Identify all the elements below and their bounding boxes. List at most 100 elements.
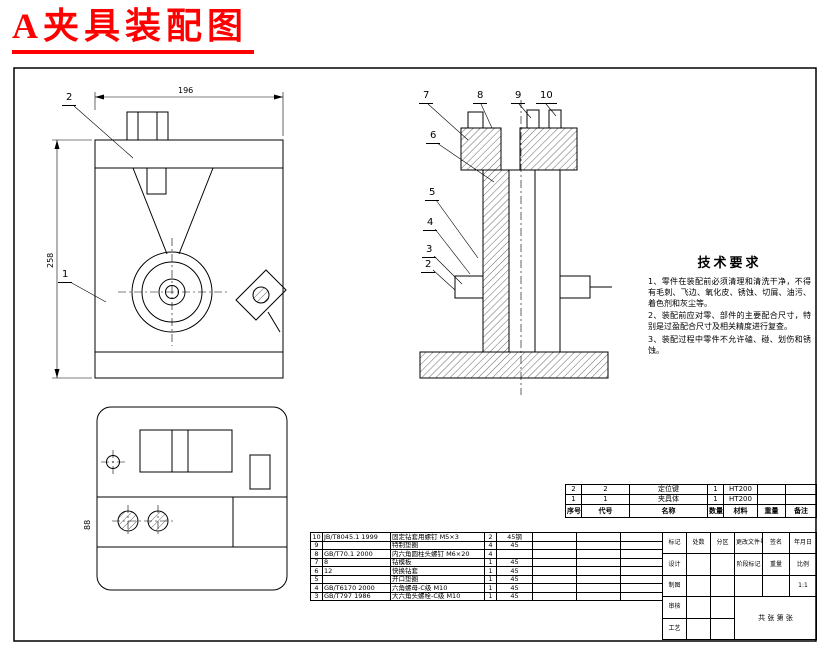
title-block-row: 审核 共 张 第 张 <box>662 596 817 640</box>
cell: 1 <box>484 583 497 593</box>
cell: GB/T797 1986 <box>322 591 391 601</box>
cell: 45 <box>496 540 533 550</box>
cell <box>710 553 735 576</box>
cell: 开口垫圈 <box>390 574 485 584</box>
cell: 3 <box>310 591 323 601</box>
cell: HT200 <box>723 484 758 495</box>
header-cell: 代号 <box>581 504 630 518</box>
cell: 快换钻套 <box>390 566 485 576</box>
cell: 审核 <box>662 596 687 619</box>
cell: 比例 <box>789 553 817 576</box>
callout-part-1: 1 <box>58 270 73 283</box>
front-view-centerlines <box>118 238 227 346</box>
cell: 4 <box>484 549 497 559</box>
dimension-front-height: 258 <box>46 252 55 268</box>
cell: 4 <box>310 583 323 593</box>
cell: 年月日 <box>789 531 817 555</box>
cell <box>762 574 790 598</box>
cell: 六角螺母-C级 M10 <box>390 583 485 593</box>
cell <box>322 574 391 584</box>
cell <box>496 549 533 559</box>
cell <box>686 617 711 641</box>
cell: 大六角头螺栓-C级 M10 <box>390 591 485 601</box>
cell <box>532 557 577 567</box>
cell: 45 <box>496 574 533 584</box>
revision-header-row: 标记 处数 分区 更改文件号 签名 年月日 <box>662 531 817 555</box>
cell: 1 <box>707 484 724 495</box>
cell <box>532 566 577 576</box>
cell <box>532 583 577 593</box>
cell <box>785 484 817 495</box>
cell <box>620 574 663 584</box>
cell <box>532 549 577 559</box>
cell <box>532 591 577 601</box>
cell: 钻模板 <box>390 557 485 567</box>
cell <box>757 494 786 505</box>
cell: 夹具体 <box>629 494 708 505</box>
parts-row: 9 特制垫圈 4 45 <box>310 540 663 550</box>
cell: 更改文件号 <box>734 531 763 555</box>
cell: 45 <box>496 583 533 593</box>
cell: 45 <box>496 591 533 601</box>
cell: 12 <box>322 566 391 576</box>
front-view <box>94 111 287 379</box>
cell: 1 <box>707 494 724 505</box>
cell: 1 <box>581 494 630 505</box>
cell <box>710 574 735 598</box>
cell: 签名 <box>762 531 790 555</box>
cell: HT200 <box>723 494 758 505</box>
cell: 7 <box>310 557 323 567</box>
cell: 内六角圆柱头螺钉 M6×20 <box>390 549 485 559</box>
title-block-row: 制图 1:1 <box>662 574 817 598</box>
cell: 5 <box>310 574 323 584</box>
cell <box>620 557 663 567</box>
technical-requirements-heading: 技术要求 <box>697 256 762 271</box>
parts-row: 8 GB/T70.1 2000 内六角圆柱头螺钉 M6×20 4 <box>310 549 663 559</box>
parts-row: 3 GB/T797 1986 大六角头螺栓-C级 M10 1 45 <box>310 591 663 601</box>
technical-requirements: 技术要求 1、零件在装配前必须清理和清洗干净，不得有毛刺、飞边、氧化皮、锈蚀、切… <box>648 252 811 359</box>
dimension-topview-height: 88 <box>83 519 92 530</box>
header-cell: 序号 <box>565 504 582 518</box>
callout-part-6: 6 <box>426 131 441 144</box>
cell <box>620 591 663 601</box>
cell <box>576 549 621 559</box>
lower-parts-table: 10 JB/T8045.1 1999 固定钻套用螺钉 M5×3 2 45钢 9 … <box>310 532 663 601</box>
cell: 6 <box>310 566 323 576</box>
cell <box>620 583 663 593</box>
tech-req-item: 2、装配前应对零、部件的主要配合尺寸，特别是过盈配合尺寸及相关精度进行复查。 <box>648 311 811 332</box>
top-view-centerlines <box>101 450 174 537</box>
cell: GB/T6170 2000 <box>322 583 391 593</box>
callout-part-8: 8 <box>473 91 488 104</box>
title-block-row: 设计 阶段标记 重量 比例 <box>662 553 817 576</box>
section-view <box>419 109 612 379</box>
callout-part-2: 2 <box>62 93 77 106</box>
cell <box>620 540 663 550</box>
cell: 处数 <box>686 531 711 555</box>
cell <box>734 574 763 598</box>
cell <box>686 596 711 619</box>
cell <box>576 540 621 550</box>
cell <box>576 532 621 542</box>
top-view <box>96 406 288 591</box>
cell: 1 <box>484 591 497 601</box>
cell: 1 <box>484 557 497 567</box>
cell: 标记 <box>662 531 687 555</box>
cell <box>620 566 663 576</box>
cell <box>576 557 621 567</box>
cell: 45 <box>496 557 533 567</box>
parts-row: 5 开口垫圈 1 45 <box>310 574 663 584</box>
parts-row: 6 12 快换钻套 1 45 <box>310 566 663 576</box>
cell <box>576 591 621 601</box>
drawing-title: A夹具装配图 <box>12 4 254 54</box>
cell <box>576 566 621 576</box>
callout-part-4: 4 <box>423 218 438 231</box>
cell: 1:1 <box>789 574 817 598</box>
parts-row: 2 2 定位键 1 HT200 <box>565 484 817 495</box>
title-block: 标记 处数 分区 更改文件号 签名 年月日 设计 阶段标记 重量 比例 制图 1… <box>662 531 817 641</box>
parts-row: 1 1 夹具体 1 HT200 <box>565 494 817 505</box>
cell <box>532 574 577 584</box>
cell: 阶段标记 <box>734 553 763 576</box>
cell <box>686 553 711 576</box>
parts-row: 10 JB/T8045.1 1999 固定钻套用螺钉 M5×3 2 45钢 <box>310 532 663 542</box>
